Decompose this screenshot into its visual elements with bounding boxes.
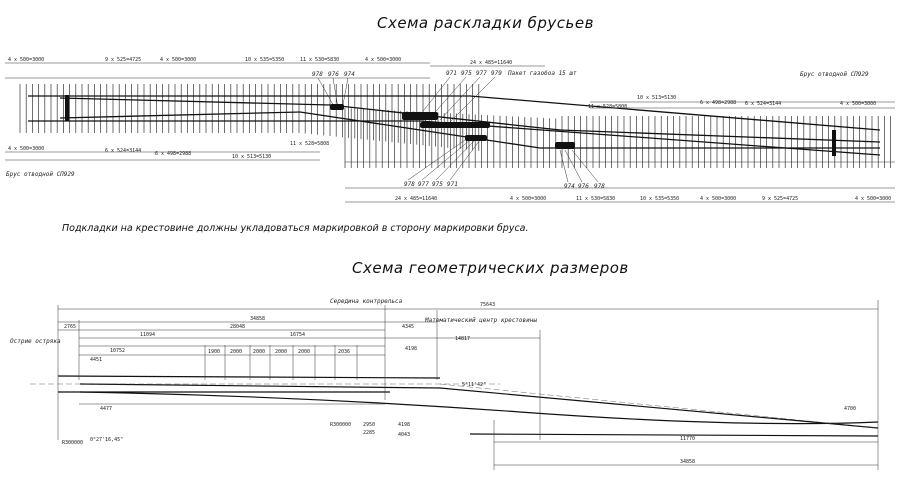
dim-bl-3: 6 x 498=2988 [155, 151, 191, 157]
dim-top-6: 4 x 500=3000 [365, 57, 401, 63]
dim-4345: 4345 [402, 324, 414, 330]
dim-overall: 75643 [480, 302, 495, 308]
label-middle: Середина контррельса [330, 298, 403, 305]
dim-10752: 10752 [110, 348, 125, 354]
dim-4700: 4700 [844, 406, 856, 412]
dim-16754: 16754 [290, 332, 305, 338]
dim-bl-2: 6 x 524=3144 [105, 148, 141, 154]
dim-2950: 2950 [363, 422, 375, 428]
dim-r-5: 4 x 500=3000 [840, 101, 876, 107]
dim-br-6: 9 x 525=4725 [762, 196, 798, 202]
mark-l-6: 976 [578, 183, 589, 190]
dim-4477: 4477 [100, 406, 112, 412]
dim-11770: 11770 [680, 436, 695, 442]
dim-s1: 1900 [208, 349, 220, 355]
dim-r-3: 6 x 498=2988 [700, 100, 736, 106]
dim-r-4: 6 x 524=3144 [745, 101, 781, 107]
mark-l-7: 978 [594, 183, 605, 190]
dim-br-1: 24 x 485=11640 [395, 196, 437, 202]
rails-group [28, 95, 881, 156]
mark-u-2: 976 [328, 71, 339, 78]
mark-l-3: 975 [432, 181, 443, 188]
dim-br-3: 11 x 530=5830 [576, 196, 615, 202]
angle-left-label: 0°27'16,45" [90, 437, 123, 443]
mark-u-4: 971 [446, 70, 457, 77]
dim-2765: 2765 [64, 324, 76, 330]
ties-group [19, 84, 891, 168]
dim-4451: 4451 [90, 357, 102, 363]
mark-u-5: 975 [461, 70, 472, 77]
geometry-rails [57, 375, 879, 437]
geometry-scheme-title: Схема геометрических размеров [352, 259, 629, 277]
dim-top-4: 10 x 535=5350 [245, 57, 284, 63]
dim-bl-1: 4 x 500=3000 [8, 146, 44, 152]
dim-bl-4: 10 x 513=5130 [232, 154, 271, 160]
mark-l-4: 971 [447, 181, 458, 188]
mark-l-2: 977 [418, 181, 429, 188]
mark-u-6: 977 [476, 70, 487, 77]
dim-4043: 4043 [398, 432, 410, 438]
dim-top-5: 11 x 530=5830 [300, 57, 339, 63]
layout-scheme-title: Схема раскладки брусьев [377, 14, 594, 32]
angle-label: 5°11'42" [462, 382, 486, 388]
dim-br-4: 10 x 535=5350 [640, 196, 679, 202]
dim-2285: 2285 [363, 430, 375, 436]
rail-pads [330, 104, 575, 149]
bar-label-right: Брус отводной СП929 [800, 71, 869, 78]
dim-br-2: 4 x 500=3000 [510, 196, 546, 202]
beams-group-label: Пакет газобоа 15 шт [507, 70, 577, 77]
dim-s2: 2000 [230, 349, 242, 355]
dim-4198-b: 4198 [398, 422, 410, 428]
label-point: Острие остряка [10, 338, 61, 345]
dim-r-1: 11 x 528=5808 [588, 104, 627, 110]
dim-34858-bottom: 34858 [680, 459, 695, 465]
dim-11094: 11094 [140, 332, 155, 338]
mark-u-7: 979 [491, 70, 502, 77]
dim-s3: 2000 [253, 349, 265, 355]
geometry-extension-lines [57, 300, 879, 470]
radius-mid: R300000 [330, 422, 351, 428]
dim-4198: 4198 [405, 346, 417, 352]
dim-s6: 2036 [338, 349, 350, 355]
mark-u-3: 974 [344, 71, 355, 78]
dim-s5: 2000 [298, 349, 310, 355]
bar-label-left: Брус отводной СП929 [6, 171, 75, 178]
mark-u-1: 978 [312, 71, 323, 78]
marking-note: Подкладки на крестовине должны укладоват… [62, 223, 529, 234]
dim-top-7: 24 x 485=11640 [470, 60, 512, 66]
end-bar-left [65, 95, 69, 121]
dim-s4: 2000 [275, 349, 287, 355]
dim-14817: 14817 [455, 336, 470, 342]
label-center: Математический центр крестовины [424, 317, 537, 324]
dimension-lines-top [5, 62, 895, 203]
geometry-axes [30, 383, 879, 429]
dim-28048: 28048 [230, 324, 245, 330]
dim-34858-top: 34858 [250, 316, 265, 322]
dim-br-7: 4 x 500=3000 [855, 196, 891, 202]
mark-l-1: 978 [404, 181, 415, 188]
dim-r-2: 10 x 513=5130 [637, 95, 676, 101]
dim-top-1: 4 x 500=3000 [8, 57, 44, 63]
mark-l-5: 974 [564, 183, 575, 190]
dim-br-5: 4 x 500=3000 [700, 196, 736, 202]
dim-top-3: 4 x 500=3000 [160, 57, 196, 63]
geometry-dimension-lines [58, 308, 878, 466]
dim-bl-5: 11 x 528=5808 [290, 141, 329, 147]
radius-left: R300000 [62, 440, 83, 446]
end-bar-right [832, 130, 836, 156]
dim-top-2: 9 x 525=4725 [105, 57, 141, 63]
